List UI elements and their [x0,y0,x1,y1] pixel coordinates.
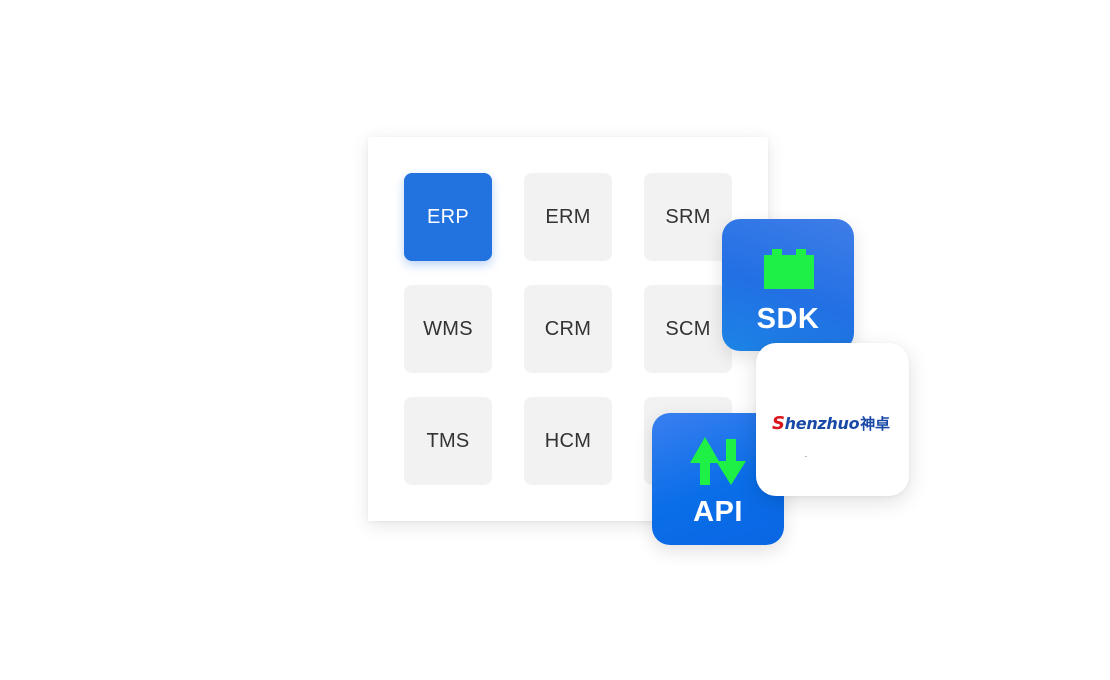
module-tile-crm[interactable]: CRM [524,285,612,373]
module-tile-srm[interactable]: SRM [644,173,732,261]
shenzhuo-logo-card[interactable]: Shenzhuo神卓 [756,343,909,496]
building-block-icon [764,249,814,289]
api-label: API [693,496,743,528]
sdk-badge[interactable]: SDK [722,219,854,351]
module-grid-panel: ERP ERM SRM WMS CRM SCM TMS HCM [368,137,768,521]
logo-initial: S [772,413,785,434]
module-tile-hcm[interactable]: HCM [524,397,612,485]
module-tile-scm[interactable]: SCM [644,285,732,373]
sdk-label: SDK [756,303,820,335]
logo-tagline-mark [805,456,807,457]
logo-chinese-name: 神卓 [860,415,890,433]
logo-wordmark: henzhuo [784,414,860,433]
module-tile-erp[interactable]: ERP [404,173,492,261]
module-tile-wms[interactable]: WMS [404,285,492,373]
up-down-arrows-icon [690,437,746,485]
shenzhuo-logo: Shenzhuo神卓 [772,413,890,434]
module-tile-tms[interactable]: TMS [404,397,492,485]
module-tile-erm[interactable]: ERM [524,173,612,261]
